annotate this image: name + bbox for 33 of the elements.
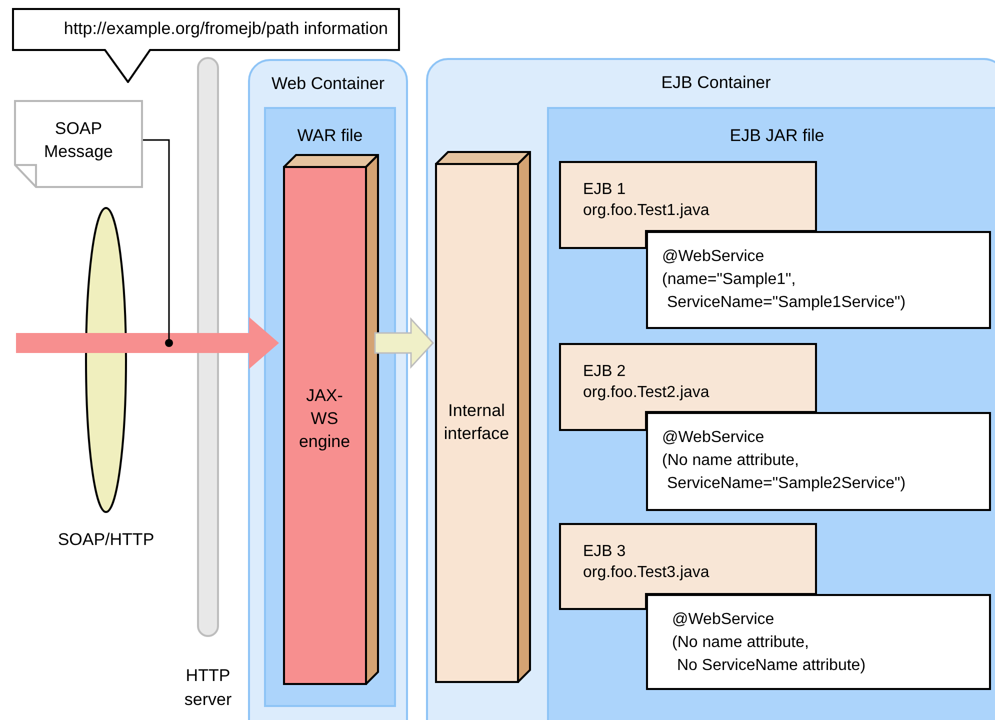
component-label: JAX-WS engine xyxy=(298,385,350,453)
url-text: http://example.org/fromejb/path information xyxy=(64,18,388,40)
annotation-line: (name="Sample1", xyxy=(662,270,797,290)
archive-panel xyxy=(547,107,995,720)
annotation-box xyxy=(646,594,991,690)
container-panel xyxy=(248,59,408,720)
annotation-line: No ServiceName attribute) xyxy=(677,656,866,676)
annotation-line: ServiceName="Sample2Service") xyxy=(667,474,906,494)
annotation-line: ServiceName="Sample1Service") xyxy=(667,293,906,313)
annotation-line: @WebService xyxy=(662,428,766,448)
annotation-line: @WebService xyxy=(672,610,776,630)
annotation-line: @WebService xyxy=(662,247,766,267)
archive-panel xyxy=(264,107,396,707)
block-arrow xyxy=(374,317,434,369)
bean-title: EJB 1 xyxy=(583,180,627,200)
annotation-line: (No name attribute, xyxy=(672,633,810,653)
annotation-line: (No name attribute, xyxy=(662,451,800,471)
leader-line xyxy=(143,139,173,347)
annotation-box xyxy=(646,412,991,511)
panel-title: Web Container xyxy=(271,73,385,95)
container-panel xyxy=(426,58,995,720)
block-arrow xyxy=(16,317,279,369)
panel-title: EJB JAR file xyxy=(730,125,824,147)
panel-title: WAR file xyxy=(297,125,363,147)
annotation-box xyxy=(646,231,991,329)
panel-title: EJB Container xyxy=(661,72,771,94)
bean-title: EJB 2 xyxy=(583,362,627,382)
server-label: HTTP server xyxy=(183,665,233,711)
protocol-label: SOAP/HTTP xyxy=(58,528,154,550)
component-label: Internal interface xyxy=(442,400,510,445)
class-name: org.foo.Test2.java xyxy=(583,383,710,403)
class-name: org.foo.Test1.java xyxy=(583,201,710,221)
message-label: SOAP Message xyxy=(43,118,114,163)
